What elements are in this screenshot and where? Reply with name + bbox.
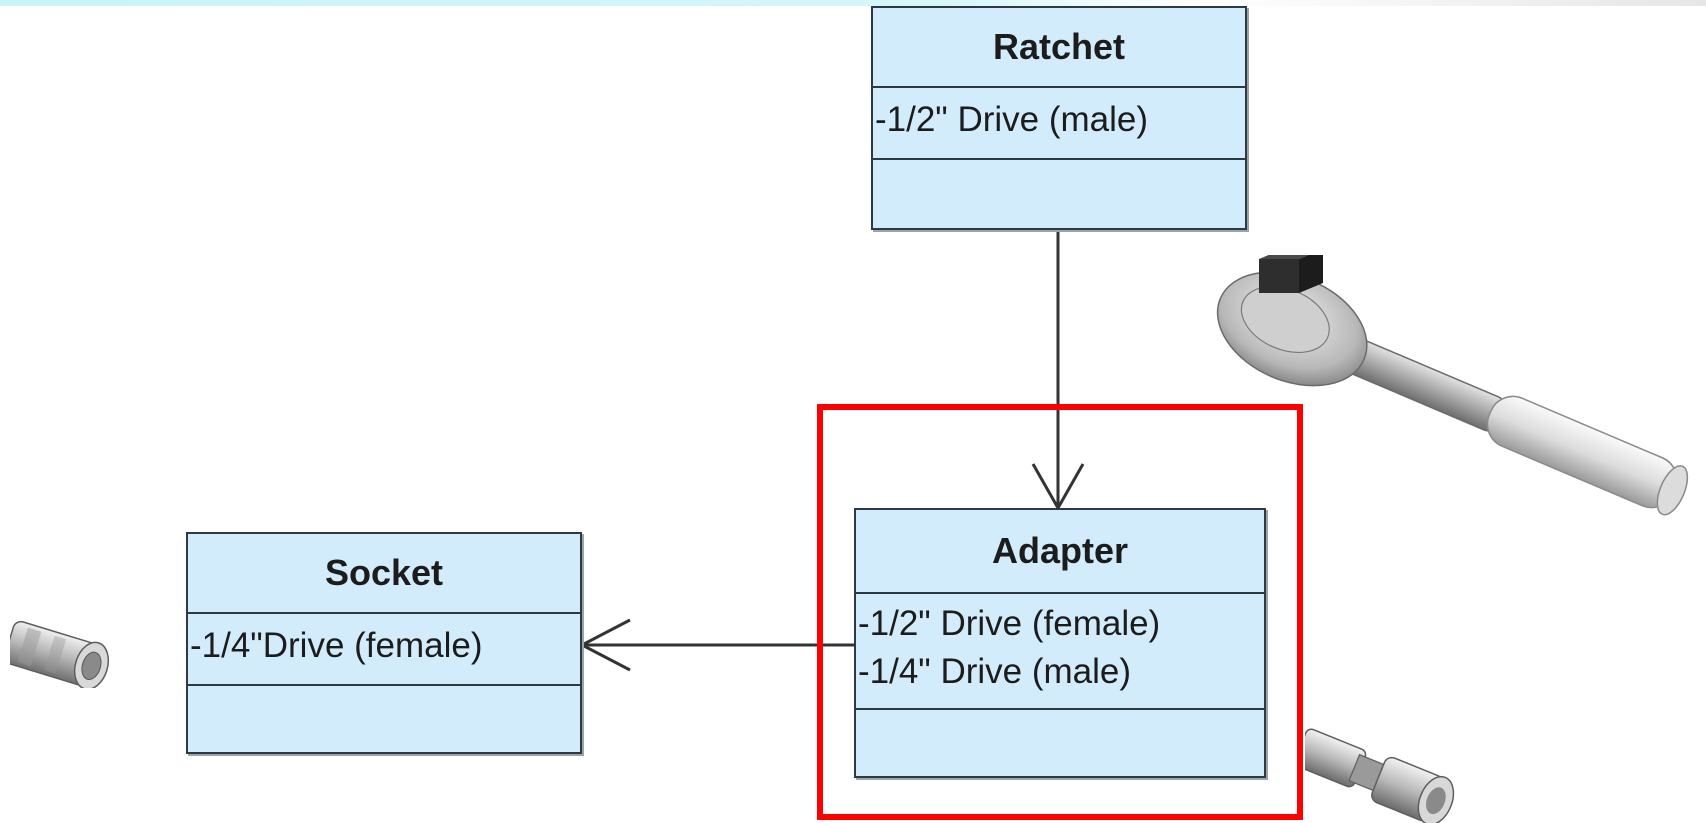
class-name: Socket — [188, 534, 580, 614]
attributes-compartment: -1/4"Drive (female) — [188, 614, 580, 686]
class-socket[interactable]: Socket -1/4"Drive (female) — [186, 532, 582, 754]
attribute: -1/2" Drive (female) — [858, 604, 1161, 643]
socket-icon — [10, 620, 110, 688]
attribute: -1/4" Drive (male) — [858, 652, 1132, 691]
attributes-compartment: -1/2" Drive (male) — [873, 88, 1245, 160]
attributes-compartment: -1/2" Drive (female) -1/4" Drive (male) — [856, 594, 1264, 710]
ratchet-wrench-icon — [1216, 255, 1689, 516]
class-ratchet[interactable]: Ratchet -1/2" Drive (male) — [871, 6, 1247, 230]
adapter-highlight-box — [817, 404, 1303, 820]
top-decorative-band — [0, 0, 1706, 6]
adapter-socket-arrowhead — [578, 618, 631, 672]
class-name: Adapter — [856, 510, 1264, 594]
adapter-icon — [1305, 728, 1455, 823]
attribute: -1/4"Drive (female) — [190, 626, 483, 665]
attribute: -1/2" Drive (male) — [875, 100, 1149, 139]
class-name: Ratchet — [873, 8, 1245, 88]
class-adapter[interactable]: Adapter -1/2" Drive (female) -1/4" Drive… — [854, 508, 1266, 778]
